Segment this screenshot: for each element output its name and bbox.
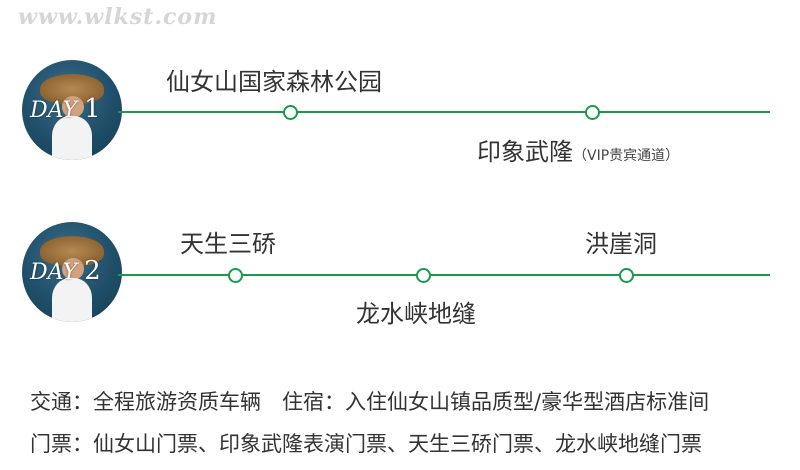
stop-label: 龙水峡地缝 xyxy=(356,294,476,329)
timeline-line xyxy=(118,111,770,113)
timeline-dot xyxy=(416,268,431,283)
timeline-dot xyxy=(619,268,634,283)
day-1-row: DAY 1 仙女山国家森林公园 印象武隆（VIP贵宾通道） xyxy=(0,60,800,170)
day-2-row: DAY 2 天生三硚 龙水峡地缝 洪崖洞 xyxy=(0,222,800,332)
timeline-line xyxy=(118,274,770,276)
day-2-label: DAY 2 xyxy=(30,256,120,286)
day-2-number: 2 xyxy=(84,256,101,286)
timeline-dot xyxy=(283,105,298,120)
stop-label: 天生三硚 xyxy=(180,224,276,259)
stop-name: 印象武隆 xyxy=(477,138,573,166)
stop-label: 洪崖洞 xyxy=(585,224,657,259)
timeline-dot xyxy=(585,105,600,120)
day-2-badge: DAY 2 xyxy=(22,222,122,322)
stop-name: 洪崖洞 xyxy=(585,230,657,258)
info-tickets: 门票：仙女山门票、印象武隆表演门票、天生三硚门票、龙水峡地缝门票 xyxy=(30,432,702,456)
body-graphic xyxy=(52,116,92,160)
info-transport-lodging: 交通：全程旅游资质车辆 住宿：入住仙女山镇品质型/豪华型酒店标准间 xyxy=(30,390,710,414)
stop-label: 印象武隆（VIP贵宾通道） xyxy=(477,132,679,167)
stop-note: （VIP贵宾通道） xyxy=(573,148,680,164)
stop-label: 仙女山国家森林公园 xyxy=(166,62,382,97)
head-graphic xyxy=(62,96,84,118)
stop-name: 龙水峡地缝 xyxy=(356,300,476,328)
stop-name: 仙女山国家森林公园 xyxy=(166,68,382,96)
body-graphic xyxy=(52,278,92,322)
stop-name: 天生三硚 xyxy=(180,230,276,258)
watermark: www.wlkst.com xyxy=(18,4,218,30)
day-1-number: 1 xyxy=(84,94,101,124)
day-2-word: DAY xyxy=(30,260,78,285)
head-graphic xyxy=(62,258,84,280)
day-1-badge: DAY 1 xyxy=(22,60,122,160)
timeline-dot xyxy=(228,268,243,283)
day-1-word: DAY xyxy=(30,98,78,123)
day-1-label: DAY 1 xyxy=(30,94,120,124)
